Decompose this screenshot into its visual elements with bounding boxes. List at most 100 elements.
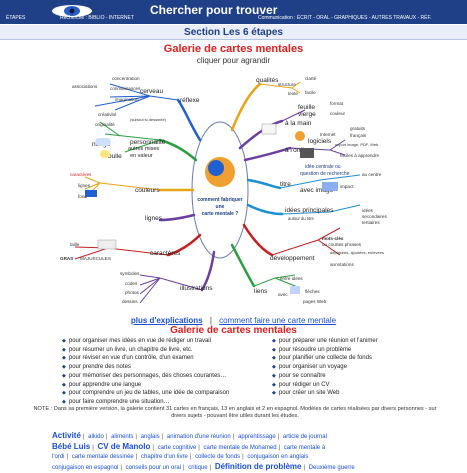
howto-link[interactable]: comment faire une carte mentale [219, 316, 337, 325]
index-link[interactable]: carte mentale de Mohamed [203, 445, 277, 451]
site-logo[interactable] [50, 3, 94, 19]
index-line-2: Bébé Luis| CV de Manolo| carte cognitive… [52, 442, 326, 451]
use-item[interactable]: pour planifier une collecte de fonds [272, 354, 442, 363]
svg-text:idées: idées [362, 208, 374, 213]
use-item[interactable]: pour préparer une réunion et l'animer [272, 337, 442, 346]
bubble-icon [100, 150, 110, 158]
use-item[interactable]: pour mémoriser des personnages, des chos… [62, 372, 272, 381]
svg-text:connaissances: connaissances [110, 86, 141, 91]
index-link[interactable]: conjugaison en anglais [247, 454, 309, 460]
center-label-2: une [216, 204, 225, 210]
branch-reflexe [176, 98, 202, 142]
use-item[interactable]: pour rédiger un CV [272, 381, 442, 390]
svg-text:originalité: originalité [95, 122, 115, 127]
index-line-1: Activité| alkido| aliments| anglais| ani… [52, 431, 327, 440]
label-lignes: lignes [145, 215, 163, 222]
index-link[interactable]: conjugaison en espagnol [52, 465, 119, 471]
use-item[interactable]: pour comprendre un jeu de tables, une id… [62, 389, 272, 398]
index-link[interactable]: conseils pour un oral [125, 465, 181, 471]
index-link[interactable]: Activité [52, 431, 81, 440]
font-sample [97, 239, 117, 250]
svg-text:couleur: couleur [330, 111, 346, 116]
svg-text:faciles à apprendre: faciles à apprendre [340, 153, 380, 158]
svg-text:idée centrale ou: idée centrale ou [305, 164, 341, 170]
use-item[interactable]: pour se connaître [272, 372, 442, 381]
branch-idees [246, 203, 284, 216]
svg-text:avec: avec [278, 292, 288, 297]
label-avec-image: avec image [300, 187, 334, 194]
index-line-4: conjugaison en espagnol| conseils pour u… [52, 462, 355, 471]
use-item[interactable]: pour apprendre une langue [62, 381, 272, 390]
branch-caracteres [166, 233, 202, 257]
gallery-subtitle[interactable]: cliquer pour agrandir [196, 56, 271, 65]
center-label-1: comment fabriquer [197, 197, 242, 203]
index-link[interactable]: aliments [111, 434, 134, 440]
svg-text:format: format [330, 101, 344, 106]
disc-icon [295, 131, 305, 141]
use-item[interactable]: pour prendre des notes [62, 363, 272, 372]
svg-text:facile: facile [305, 90, 316, 95]
site-header: Chercher pour trouver ÉTAPES Recherche :… [0, 0, 467, 24]
svg-text:tertiaires: tertiaires [362, 220, 380, 225]
use-item[interactable]: pour créer un site Web [272, 389, 442, 398]
index-link[interactable]: l'ordi [52, 454, 65, 460]
svg-text:gratuits: gratuits [350, 126, 366, 131]
branch-developpement [242, 223, 274, 257]
index-link[interactable]: anglais [140, 434, 160, 440]
label-logiciels: logiciels [308, 138, 332, 145]
mind-map-image[interactable]: comment fabriquer une carte mentale ? [0, 66, 467, 306]
nav-search[interactable]: Recherche : BIBLIO - INTERNET [60, 15, 134, 21]
label-cerveau: cerveau [140, 88, 164, 95]
svg-text:texte: texte [288, 91, 298, 96]
label-feuille-1: feuille [298, 104, 315, 111]
svg-text:français: français [350, 133, 367, 138]
index-link[interactable]: Bébé Luis [52, 442, 91, 451]
use-item[interactable]: pour résumer un livre, un chapitre de li… [62, 346, 272, 355]
index-link[interactable]: Deuxième guerre [308, 465, 355, 471]
branch-a-lordi [243, 146, 292, 162]
index-link[interactable]: carte mentale dessinée [71, 454, 134, 460]
center-label-3: carte mentale ? [202, 211, 239, 217]
nav-communication[interactable]: Communication : ÉCRIT - ORAL - GRAPHIQUE… [258, 15, 432, 21]
index-link[interactable]: collecte de fonds [195, 454, 241, 460]
use-item[interactable]: pour faire comprendre une situation… [62, 398, 272, 407]
index-link[interactable]: alkido [88, 434, 104, 440]
svg-text:au centre: au centre [362, 172, 382, 177]
site-title[interactable]: Chercher pour trouver [150, 3, 278, 17]
index-link[interactable]: carte mentale à [283, 445, 326, 451]
branch-illustrations [200, 250, 216, 292]
svg-text:GRAS: GRAS [60, 256, 73, 261]
svg-text:caractères: caractères [70, 172, 92, 177]
index-link[interactable]: critique [188, 465, 208, 471]
use-item[interactable]: pour réviser en vue d'un contrôle, d'un … [62, 354, 272, 363]
links-row: plus d'explications | comment faire une … [0, 316, 467, 325]
svg-text:symboles: symboles [120, 271, 140, 276]
cloud-icon [95, 138, 111, 146]
explications-link[interactable]: plus d'explications [130, 316, 203, 325]
use-item[interactable]: pour résoudre un problème [272, 346, 442, 355]
label-titre: titre [280, 181, 291, 188]
image-thumb [322, 182, 338, 191]
svg-text:taille: taille [70, 242, 80, 247]
use-item[interactable]: pour organiser un voyage [272, 363, 442, 372]
label-personnalite: personnalité [130, 139, 166, 146]
svg-text:pages Web: pages Web [303, 299, 327, 304]
branch-qualites [230, 82, 262, 132]
index-link[interactable]: CV de Manolo [97, 442, 151, 451]
svg-text:annotations: annotations [330, 262, 354, 267]
label-feuille-2: vierge [298, 111, 316, 118]
svg-text:autour du titre: autour du titre [288, 216, 315, 221]
svg-text:concentration: concentration [112, 76, 140, 81]
use-item[interactable]: pour organiser mes idées en vue de rédig… [62, 337, 272, 346]
index-link[interactable]: article de journal [282, 434, 327, 440]
svg-text:imagination: imagination [115, 97, 139, 102]
nav-steps[interactable]: ÉTAPES [6, 15, 26, 21]
index-link[interactable]: chapitre d'un livre [141, 454, 188, 460]
svg-text:fond: fond [78, 194, 87, 199]
svg-text:(surtout si dessinée): (surtout si dessinée) [130, 117, 167, 122]
index-link[interactable]: carte cognitive [157, 445, 197, 451]
index-link[interactable]: animation d'une réunion [166, 434, 231, 440]
svg-text:impact: impact [340, 184, 354, 189]
svg-text:mots-clés: mots-clés [322, 236, 344, 241]
index-link[interactable]: apprentissage [237, 434, 276, 440]
